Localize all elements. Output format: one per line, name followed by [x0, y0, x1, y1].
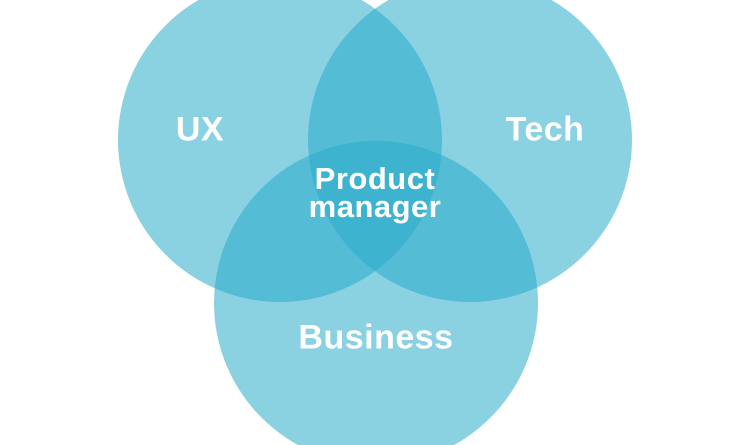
product-manager-label: Product manager: [308, 161, 442, 224]
center-label-line1: Product: [314, 161, 436, 196]
center-label-line2: manager: [308, 189, 442, 224]
tech-label: Tech: [505, 110, 585, 149]
ux-label: UX: [175, 110, 225, 149]
business-circle: [214, 141, 538, 445]
business-label: Business: [298, 318, 454, 357]
